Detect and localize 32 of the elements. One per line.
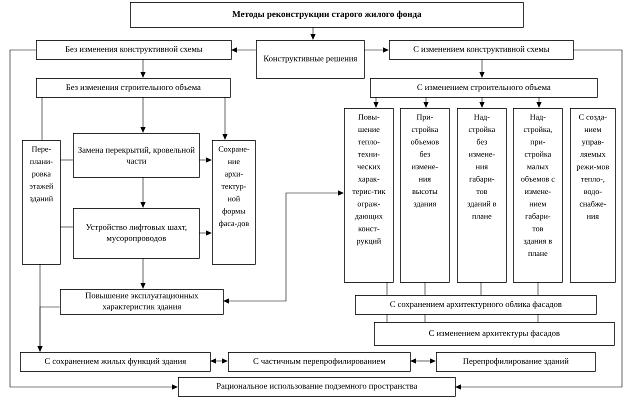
connector-line [60,226,74,228]
process-box: Устройство лифтовых шахт, мусоропроводов [73,208,200,259]
process-box: Без изменения конструктивной схемы [36,40,232,60]
process-box: Без изменения строительного объема [36,78,231,98]
process-column: Над-стройка, при-стройка малых объемов с измене-нием габари-тов здания в плане [513,108,563,283]
arrow [210,358,228,364]
process-column: При-стройка объемов без измене-ния высоты здания [400,108,450,283]
process-column: Над-стройка без измене-ния габари-тов зданий в плане [457,108,507,283]
connector-line [424,282,426,296]
process-box: С сохранением архитектурного облика фасадов [355,294,597,315]
process-box: Конструктивные решения [256,40,365,79]
process-box: С частичным перепрофилированием [228,352,411,372]
process-column: С созда-нием управ-ляемых режи-мов тепло-, водо-снабже-ния [570,108,616,283]
connector-line [424,314,426,322]
arrow [410,358,436,364]
process-box: Перепрофилирование зданий [436,352,596,372]
arrow [455,50,622,390]
process-box: Повышение эксплуатационных характеристик здания [60,288,224,315]
process-column: Повы-шение тепло-техни-ческих харак-терис-тик ограж-дающих конст-рукций [344,108,394,283]
process-column: Сохране-ние архи-тектур-ной формы фаса-дов [212,140,256,265]
process-box: С сохранением жилых функций здания [20,352,211,372]
connector-line [386,314,388,322]
process-column: Пере-плани-ровка этажей зданий [22,140,61,265]
process-box: С изменением строительного объема [370,78,598,98]
process-box: Замена перекрытий, кровельной части [73,133,200,178]
connector-line [480,282,482,296]
connector-line [386,282,388,296]
process-box: С изменением конструктивной схемы [389,40,574,60]
process-box: С изменением архитектуры фасадов [374,322,615,346]
process-box: Рациональное использование подземного пространства [178,376,456,397]
title-box: Методы реконструкции старого жилого фонда [130,2,524,28]
arrow [223,190,344,304]
